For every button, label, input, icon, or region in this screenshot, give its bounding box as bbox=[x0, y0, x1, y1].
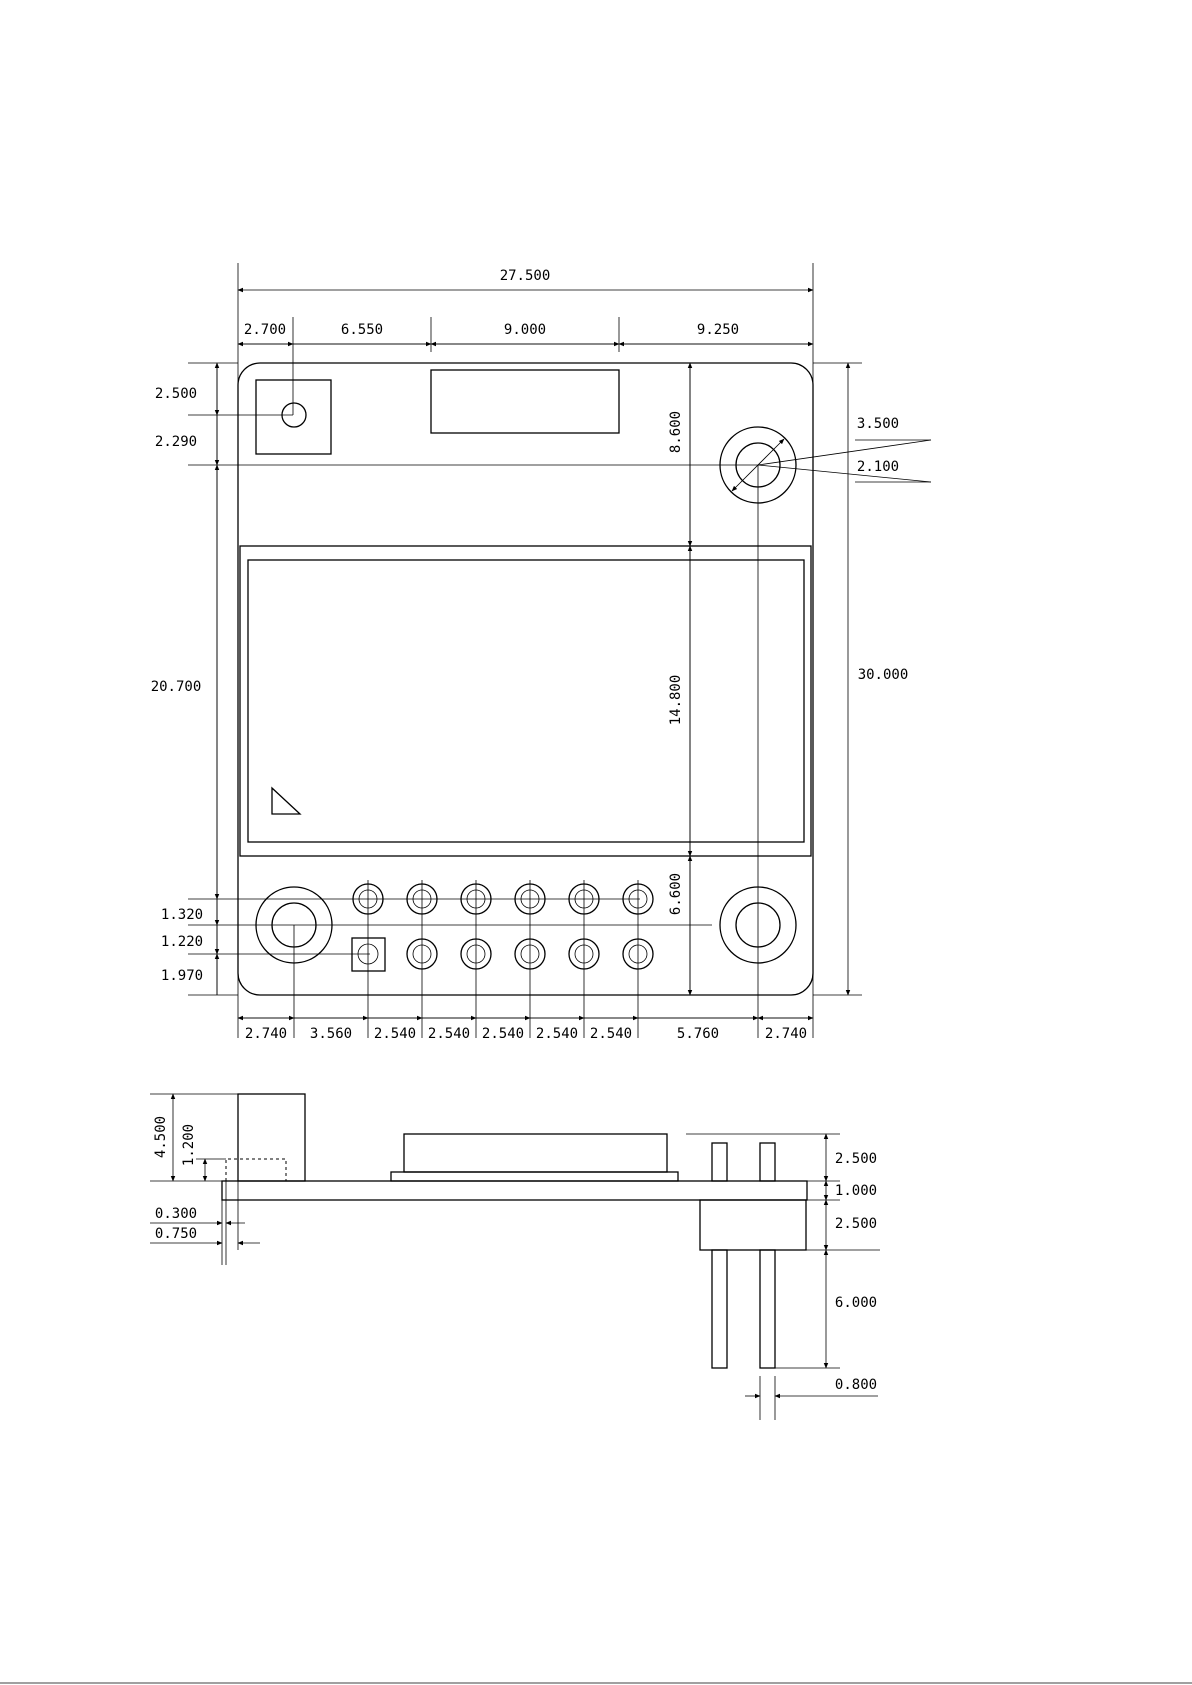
dim-bottom-seg-5: 2.540 bbox=[482, 1026, 524, 1042]
dim-side-right-v1: 2.500 bbox=[835, 1151, 877, 1167]
dim-left-6: 1.970 bbox=[161, 968, 203, 984]
top-view: 27.500 2.700 6.550 9.000 9.250 2.500 2.2… bbox=[151, 263, 931, 1042]
dim-side-pin-width: 0.800 bbox=[835, 1377, 877, 1393]
dim-bottom-seg-4: 2.540 bbox=[428, 1026, 470, 1042]
side-pin-left-top bbox=[712, 1143, 727, 1181]
dim-bottom-seg-8: 5.760 bbox=[677, 1026, 719, 1042]
side-header-block bbox=[700, 1200, 806, 1250]
dim-left-5: 1.220 bbox=[161, 934, 203, 950]
dim-bottom-seg-6: 2.540 bbox=[536, 1026, 578, 1042]
side-pin-right-bottom bbox=[760, 1250, 775, 1368]
dim-top-seg-3: 9.000 bbox=[504, 322, 546, 338]
pin-row-bottom bbox=[352, 938, 653, 971]
side-display-base bbox=[391, 1172, 678, 1181]
dim-hole-outer-dia: 3.500 bbox=[857, 416, 899, 432]
dim-side-right-v2: 1.000 bbox=[835, 1183, 877, 1199]
side-view: 4.500 1.200 0.300 0.750 2.500 1.000 2.50… bbox=[150, 1094, 880, 1420]
dim-side-right-v4: 6.000 bbox=[835, 1295, 877, 1311]
dim-hole-inner-dia: 2.100 bbox=[857, 459, 899, 475]
display-area bbox=[248, 560, 804, 842]
side-left-block bbox=[238, 1094, 305, 1181]
dim-left-3: 20.700 bbox=[151, 679, 202, 695]
dim-bottom-seg-7: 2.540 bbox=[590, 1026, 632, 1042]
side-left-dashed bbox=[226, 1159, 286, 1181]
dim-side-left-v1: 4.500 bbox=[153, 1116, 169, 1158]
board-outline bbox=[238, 363, 813, 995]
dim-vert-3: 6.600 bbox=[668, 873, 684, 915]
dim-bottom-seg-2: 3.560 bbox=[310, 1026, 352, 1042]
dim-top-seg-1: 2.700 bbox=[244, 322, 286, 338]
dim-vert-2: 14.800 bbox=[668, 675, 684, 726]
dim-side-left-h1: 0.300 bbox=[155, 1206, 197, 1222]
dim-vert-1: 8.600 bbox=[668, 411, 684, 453]
side-pcb bbox=[222, 1181, 807, 1200]
dim-side-right-v3: 2.500 bbox=[835, 1216, 877, 1232]
dim-side-left-v2: 1.200 bbox=[181, 1124, 197, 1166]
dim-top-seg-2: 6.550 bbox=[341, 322, 383, 338]
dim-left-4: 1.320 bbox=[161, 907, 203, 923]
dim-top-seg-4: 9.250 bbox=[697, 322, 739, 338]
dim-left-2: 2.290 bbox=[155, 434, 197, 450]
dim-side-left-h2: 0.750 bbox=[155, 1226, 197, 1242]
display-frame bbox=[240, 546, 811, 856]
top-connector bbox=[431, 370, 619, 433]
side-pin-left-bottom bbox=[712, 1250, 727, 1368]
dim-bottom-seg-1: 2.740 bbox=[245, 1026, 287, 1042]
dim-left-1: 2.500 bbox=[155, 386, 197, 402]
orientation-mark bbox=[272, 788, 300, 814]
dim-bottom-seg-3: 2.540 bbox=[374, 1026, 416, 1042]
side-display bbox=[404, 1134, 667, 1172]
side-pin-right-top bbox=[760, 1143, 775, 1181]
dim-bottom-seg-9: 2.740 bbox=[765, 1026, 807, 1042]
mounting-pad bbox=[256, 380, 331, 454]
dim-right-height: 30.000 bbox=[858, 667, 909, 683]
dim-overall-width: 27.500 bbox=[500, 268, 551, 284]
